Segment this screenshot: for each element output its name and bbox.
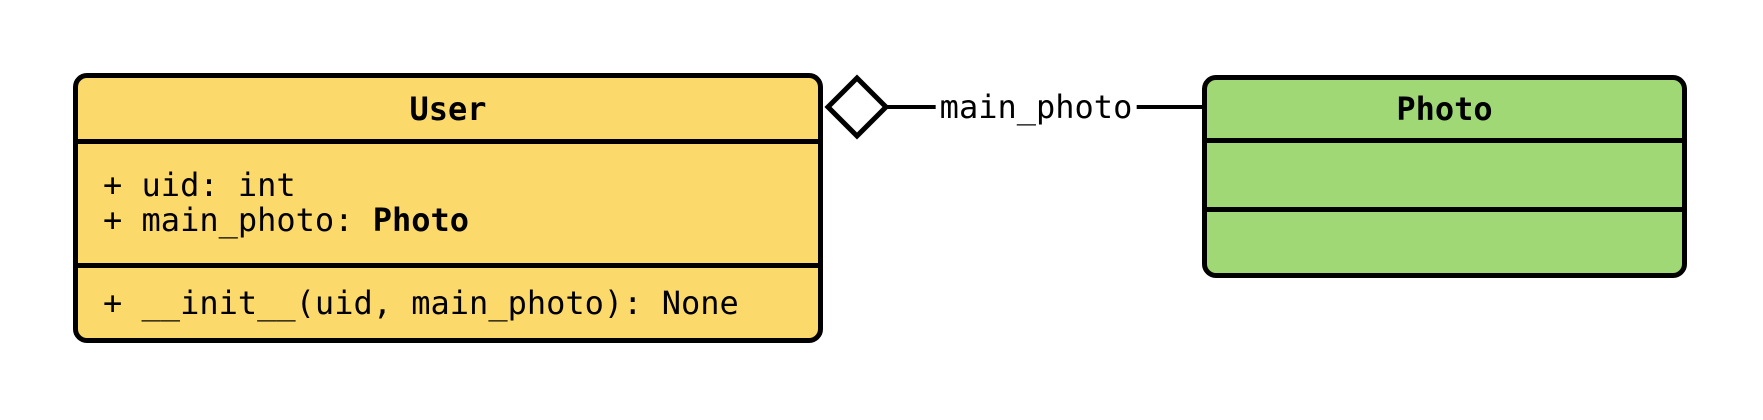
attribute-line: + main_photo: Photo xyxy=(103,203,818,238)
attribute-text: + main_photo: xyxy=(103,201,373,239)
method-line: + __init__(uid, main_photo): None xyxy=(103,284,739,322)
class-photo-methods xyxy=(1207,207,1682,273)
class-box-user: User + uid: int + main_photo: Photo + __… xyxy=(73,73,823,343)
class-photo-attributes xyxy=(1207,138,1682,207)
aggregation-diamond-icon xyxy=(824,74,890,140)
class-box-photo: Photo xyxy=(1202,75,1687,278)
class-user-title: User xyxy=(409,89,487,128)
attribute-text: + uid: int xyxy=(103,166,296,204)
class-photo-title: Photo xyxy=(1396,90,1493,128)
class-user-methods: + __init__(uid, main_photo): None xyxy=(78,263,818,338)
relationship-label: main_photo xyxy=(935,88,1137,126)
class-user-attributes: + uid: int + main_photo: Photo xyxy=(78,139,818,263)
attribute-line: + uid: int xyxy=(103,168,818,203)
attribute-type: Photo xyxy=(372,201,470,239)
